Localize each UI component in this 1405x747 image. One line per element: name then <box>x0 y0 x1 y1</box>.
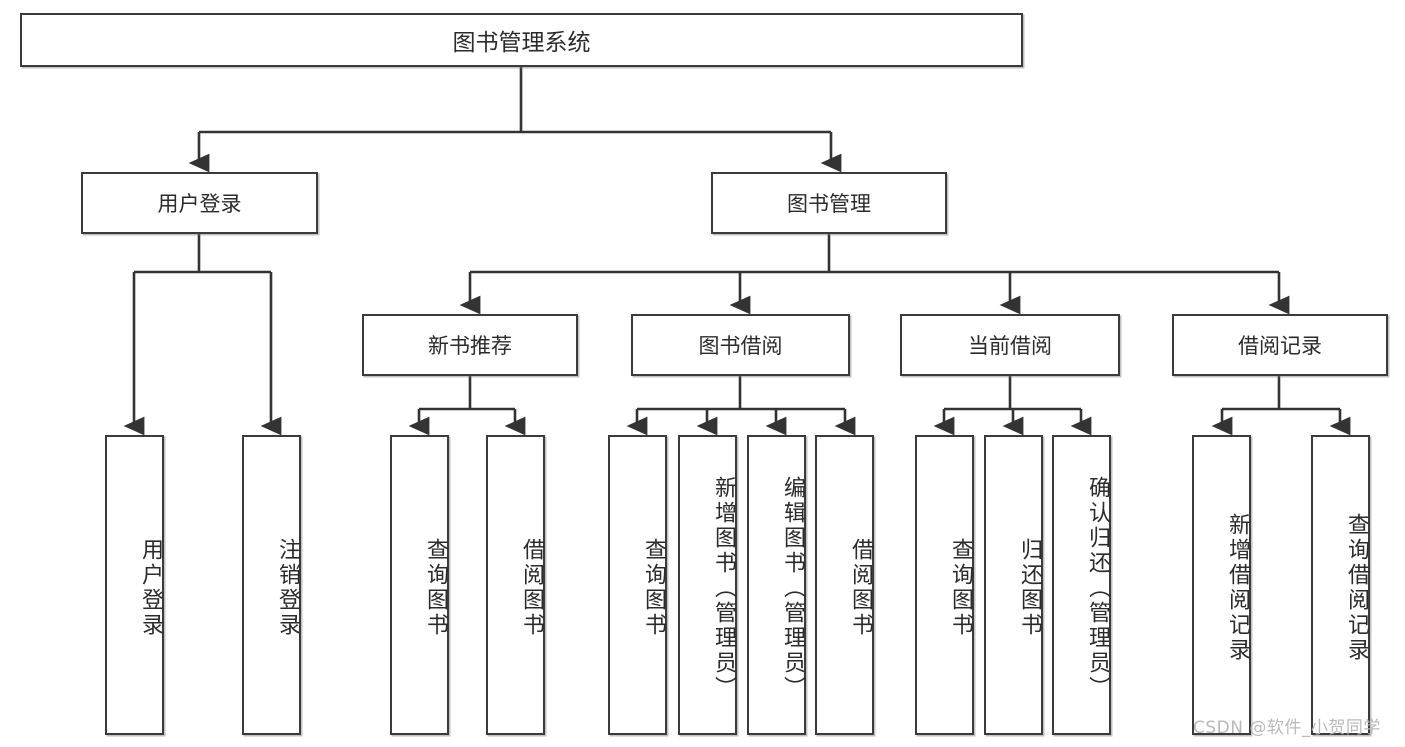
node-root[interactable]: 图书管理系统 <box>20 13 1023 67</box>
leaf-label: 编辑图书（管理员） <box>780 475 805 701</box>
leaf-book-borrow-query[interactable]: 查询图书 <box>608 435 667 735</box>
leaf-new-book-borrow[interactable]: 借阅图书 <box>486 435 545 735</box>
leaf-label: 查询图书 <box>641 538 666 638</box>
node-current-borrow-label: 当前借阅 <box>968 334 1052 358</box>
node-borrow-record[interactable]: 借阅记录 <box>1172 314 1388 376</box>
watermark: CSDN @软件_小贺同学 <box>1193 713 1381 738</box>
leaf-current-borrow-query[interactable]: 查询图书 <box>915 435 974 735</box>
leaf-user-login-logout[interactable]: 注销登录 <box>242 435 301 735</box>
node-borrow-record-label: 借阅记录 <box>1238 334 1322 358</box>
node-user-login-label: 用户登录 <box>157 192 242 216</box>
leaf-label: 查询图书 <box>423 538 448 638</box>
leaf-label: 归还图书 <box>1017 538 1042 638</box>
leaf-current-borrow-confirm[interactable]: 确认归还（管理员） <box>1052 435 1111 735</box>
leaf-label: 注销登录 <box>275 538 300 638</box>
leaf-label: 借阅图书 <box>519 538 544 638</box>
node-root-label: 图书管理系统 <box>452 30 591 56</box>
leaf-label: 查询图书 <box>948 538 973 638</box>
watermark-text: CSDN @软件_小贺同学 <box>1193 718 1381 738</box>
node-book-borrow[interactable]: 图书借阅 <box>631 314 850 376</box>
node-book-management-label: 图书管理 <box>787 192 871 216</box>
node-new-book-recommend[interactable]: 新书推荐 <box>362 314 578 376</box>
node-book-borrow-label: 图书借阅 <box>698 334 783 358</box>
node-book-management[interactable]: 图书管理 <box>711 172 947 234</box>
leaf-current-borrow-return[interactable]: 归还图书 <box>984 435 1043 735</box>
leaf-borrow-record-add[interactable]: 新增借阅记录 <box>1192 435 1251 735</box>
leaf-label: 用户登录 <box>138 538 163 638</box>
node-current-borrow[interactable]: 当前借阅 <box>900 314 1120 376</box>
node-new-book-recommend-label: 新书推荐 <box>428 334 512 358</box>
leaf-label: 查询借阅记录 <box>1344 513 1369 663</box>
leaf-user-login-signin[interactable]: 用户登录 <box>105 435 164 735</box>
leaf-new-book-query[interactable]: 查询图书 <box>390 435 449 735</box>
leaf-label: 新增图书（管理员） <box>711 475 736 701</box>
leaf-label: 确认归还（管理员） <box>1085 475 1110 701</box>
leaf-book-borrow-borrow[interactable]: 借阅图书 <box>815 435 874 735</box>
node-user-login[interactable]: 用户登录 <box>81 172 318 234</box>
leaf-label: 新增借阅记录 <box>1225 513 1250 663</box>
leaf-book-borrow-add[interactable]: 新增图书（管理员） <box>678 435 737 735</box>
leaf-book-borrow-edit[interactable]: 编辑图书（管理员） <box>747 435 806 735</box>
leaf-borrow-record-query[interactable]: 查询借阅记录 <box>1311 435 1370 735</box>
leaf-label: 借阅图书 <box>848 538 873 638</box>
